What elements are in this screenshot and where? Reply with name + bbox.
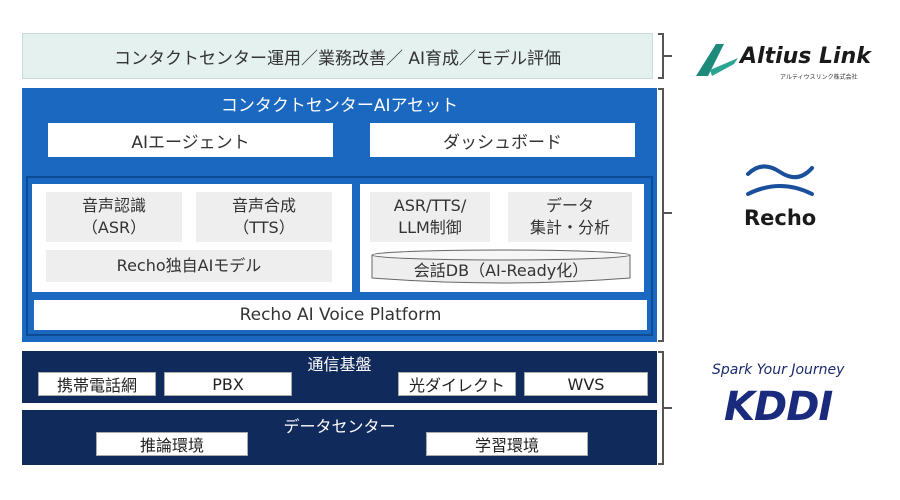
datacenter-block: データセンター 推論環境 学習環境: [22, 410, 657, 465]
training-env-label: 学習環境: [474, 436, 539, 455]
tts-line-2: （TTS）: [233, 218, 295, 237]
asr-line-2: （ASR）: [81, 218, 147, 237]
network-title: 通信基盤: [307, 355, 372, 374]
tts-cell: 音声合成 （TTS）: [196, 192, 332, 242]
analytics-line-1: データ: [545, 196, 594, 215]
altius-logo-icon: [696, 44, 738, 76]
pbx-box: PBX: [164, 372, 292, 396]
kddi-bracket-tick: [664, 407, 672, 409]
ai-core-region: 音声認識 （ASR） 音声合成 （TTS） Recho独自AIモデル ASR/T…: [26, 176, 653, 336]
control-line-2: LLM制御: [398, 218, 462, 237]
kddi-bracket: [658, 351, 664, 465]
asr-cell: 音声認識 （ASR）: [46, 192, 182, 242]
altius-bracket-tick: [664, 55, 672, 57]
operations-band: コンタクトセンター運用／業務改善／ AI育成／モデル評価: [22, 33, 653, 79]
inference-env-box: 推論環境: [96, 432, 248, 456]
fiber-direct-label: 光ダイレクト: [408, 376, 505, 395]
recho-logo-text: Recho: [744, 206, 817, 230]
altius-logo-subtext: アルティウスリンク株式会社: [780, 74, 858, 81]
tts-line-1: 音声合成: [231, 196, 296, 215]
mobile-network-label: 携帯電話網: [56, 376, 137, 395]
kddi-logo-text: KDDI: [724, 384, 833, 430]
voice-platform-bar: Recho AI Voice Platform: [34, 300, 647, 330]
dashboard-box: ダッシュボード: [370, 123, 635, 157]
database-cylinder-icon: [371, 249, 631, 284]
recho-bracket: [658, 88, 664, 342]
network-block: 通信基盤 携帯電話網 PBX 光ダイレクト WVS: [22, 351, 657, 403]
training-env-box: 学習環境: [426, 432, 588, 456]
ai-agent-box: AIエージェント: [48, 123, 333, 157]
wvs-box: WVS: [524, 372, 648, 396]
ai-agent-label: AIエージェント: [131, 132, 250, 153]
datacenter-title: データセンター: [283, 417, 396, 436]
asr-line-1: 音声認識: [81, 196, 146, 215]
analytics-line-2: 集計・分析: [529, 218, 610, 237]
altius-bracket: [658, 33, 664, 79]
inference-env-label: 推論環境: [139, 436, 204, 455]
altius-logo-text: Altius Link: [740, 44, 871, 69]
dashboard-label: ダッシュボード: [443, 132, 562, 153]
analytics-cell: データ 集計・分析: [508, 192, 632, 242]
kddi-tagline: Spark Your Journey: [712, 362, 845, 378]
database-cell: 会話DB（AI-Ready化）: [370, 254, 632, 284]
recho-model-cell: Recho独自AIモデル: [46, 250, 332, 282]
pbx-label: PBX: [212, 374, 244, 394]
mobile-network-box: 携帯電話網: [38, 372, 156, 396]
control-cell: ASR/TTS/ LLM制御: [370, 192, 490, 242]
recho-bracket-tick: [664, 212, 672, 214]
database-label: 会話DB（AI-Ready化）: [413, 261, 589, 280]
recho-model-label: Recho独自AIモデル: [116, 256, 262, 275]
fiber-direct-box: 光ダイレクト: [398, 372, 516, 396]
voice-platform-label: Recho AI Voice Platform: [239, 305, 442, 325]
wvs-label: WVS: [567, 374, 605, 394]
recho-model-panel: 音声認識 （ASR） 音声合成 （TTS） Recho独自AIモデル: [32, 184, 352, 292]
platform-control-panel: ASR/TTS/ LLM制御 データ 集計・分析 会話DB（AI-Ready化）: [360, 184, 644, 292]
operations-band-label: コンタクトセンター運用／業務改善／ AI育成／モデル評価: [113, 48, 562, 69]
ai-asset-title: コンタクトセンターAIアセット: [220, 95, 459, 116]
control-line-1: ASR/TTS/: [393, 196, 467, 215]
recho-logo-icon: [746, 164, 814, 196]
ai-asset-block: コンタクトセンターAIアセット AIエージェント ダッシュボード 音声認識 （A…: [22, 88, 657, 342]
